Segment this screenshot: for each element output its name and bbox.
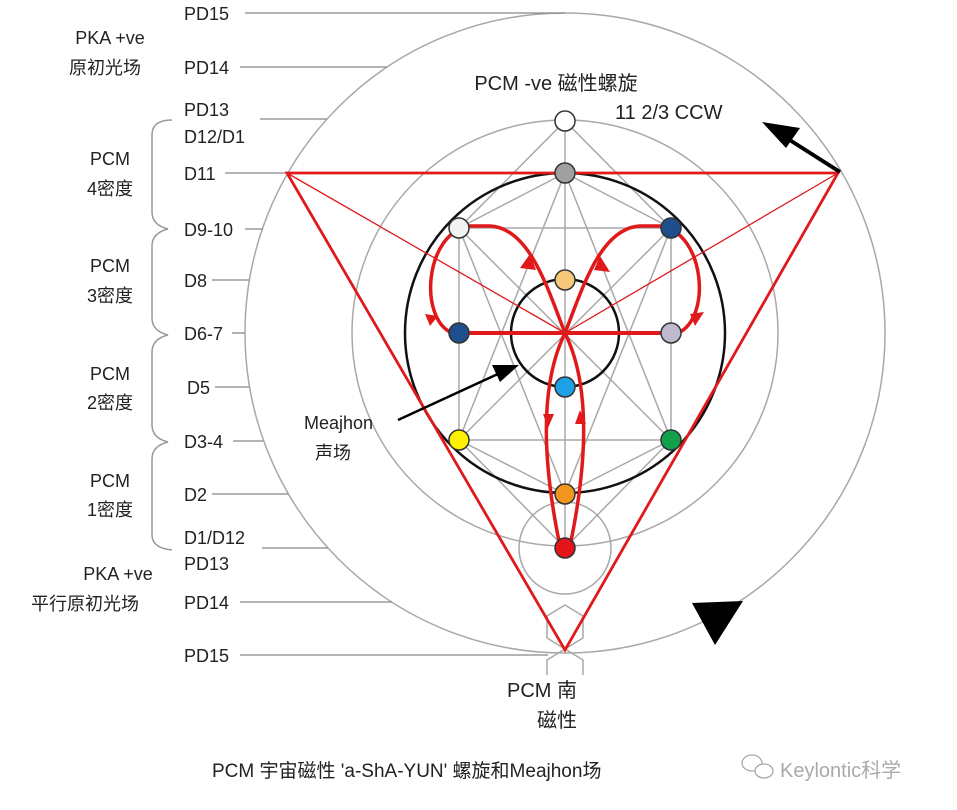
svg-text:PCM: PCM [90,364,130,384]
level-label: PD13 [184,100,229,120]
south-label-sub: 磁性 [537,709,577,732]
ccw-arrow-icon [762,122,842,174]
svg-text:PKA +ve: PKA +ve [75,28,145,48]
chakra-nodes [448,110,682,559]
level-label: D1/D12 [184,528,245,548]
node-mid-right [660,322,682,344]
meajhon-pointer-arrow [397,365,519,422]
top-label: PCM -ve 磁性螺旋 [474,72,637,95]
level-label: D5 [187,378,210,398]
node-bottom [554,483,576,505]
node-upper-right [660,217,682,239]
node-lower-left [448,429,470,451]
south-label: PCM 南 [507,679,577,702]
red-triangle [284,171,841,653]
svg-text:平行原初光场: 平行原初光场 [31,594,139,614]
node-top [554,110,576,132]
density-braces [151,119,173,551]
svg-text:PCM: PCM [90,149,130,169]
caption: PCM 宇宙磁性 'a-ShA-YUN' 螺旋和Meajhon场 [212,760,601,782]
svg-text:PCM: PCM [90,471,130,491]
meajhon-label: Meajhon [304,413,373,433]
node-base [554,537,576,559]
svg-text:PCM: PCM [90,256,130,276]
node-inner-top [554,269,576,291]
level-label: PD15 [184,4,229,24]
red-ray-right [564,172,839,334]
svg-text:2密度: 2密度 [87,393,133,413]
rotation-triangle-icon [692,601,743,645]
level-label: PD14 [184,58,229,78]
level-labels: PD15 PD14 PD13 D12/D1 D11 D9-10 D8 D6-7 … [184,4,245,666]
leader-lines [212,12,565,656]
meajhon-label-sub: 声场 [315,443,351,463]
group-labels: PKA +ve 原初光场 PCM 4密度 PCM 3密度 PCM 2密度 PCM… [31,28,153,614]
wechat-icon [741,754,774,779]
node-lower-right [660,429,682,451]
level-label: D9-10 [184,220,233,240]
svg-text:1密度: 1密度 [87,500,133,520]
node-upper [554,162,576,184]
level-label: D11 [184,164,216,184]
level-label: PD14 [184,593,229,613]
node-mid-left [448,322,470,344]
node-upper-left [448,217,470,239]
svg-text:PKA +ve: PKA +ve [83,564,153,584]
south-hexagons [546,604,584,675]
svg-text:4密度: 4密度 [87,179,133,199]
level-label: D2 [184,485,207,505]
level-label: PD15 [184,646,229,666]
node-inner-bottom [554,376,576,398]
level-label: PD13 [184,554,229,574]
svg-text:原初光场: 原初光场 [69,58,141,78]
watermark: Keylontic科学 [780,759,901,782]
rotation-label: 11 2/3 CCW [615,102,723,124]
svg-text:3密度: 3密度 [87,286,133,306]
level-label: D12/D1 [184,127,245,147]
level-label: D3-4 [184,432,223,452]
level-label: D8 [184,271,207,291]
spiral-arrowheads [425,254,704,428]
red-ray-left [286,172,566,334]
level-label: D6-7 [184,324,223,344]
